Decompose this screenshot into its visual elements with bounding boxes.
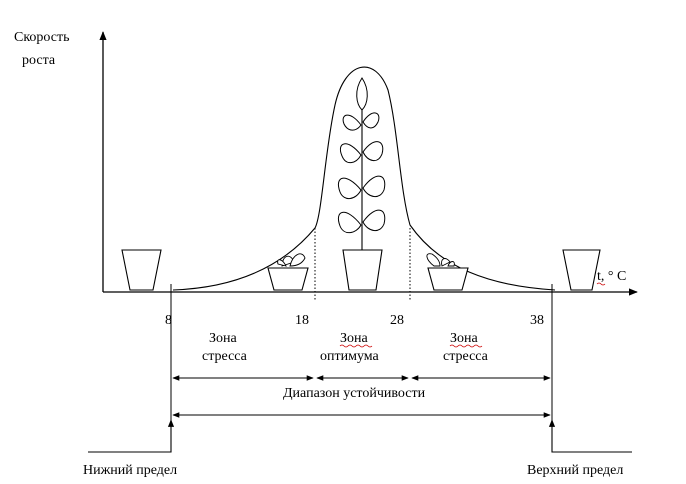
lower-limit-step-arrow	[88, 419, 175, 453]
lower-limit-label: Нижний предел	[83, 463, 177, 478]
upper-limit-label: Верхний предел	[527, 463, 623, 478]
y-axis-label-line1: Скорость	[14, 30, 70, 45]
y-axis-label-line2: роста	[22, 53, 56, 68]
seedling-pot-left	[267, 253, 309, 291]
tick-label-38: 38	[530, 313, 544, 328]
zone-stress-right-line1: Зона	[450, 331, 479, 346]
zone-stress-right-underline	[449, 344, 483, 348]
zone-optimum-underline	[339, 344, 373, 348]
empty-pot-left	[121, 249, 162, 291]
growth-curve	[172, 66, 556, 291]
zone-optimum-line2: оптимума	[320, 349, 380, 364]
zone-stress-left-line2: стресса	[202, 349, 248, 364]
tick-label-18: 18	[295, 313, 309, 328]
upper-limit-step-arrow	[548, 419, 632, 453]
empty-pot-right	[562, 249, 601, 291]
seedling-pot-right	[426, 253, 469, 291]
zone-stress-right-line2: стресса	[443, 349, 489, 364]
zone-stress-left-line1: Зона	[209, 331, 238, 346]
tick-label-8: 8	[165, 313, 172, 328]
tick-label-28: 28	[390, 313, 404, 328]
x-axis-label: t, ° C	[597, 269, 626, 284]
zone-optimum-line1: Зона	[340, 331, 369, 346]
tall-plant-pot-center	[338, 77, 386, 291]
x-axis-label-underline	[596, 282, 606, 286]
range-label: Диапазон устойчивости	[283, 386, 426, 401]
